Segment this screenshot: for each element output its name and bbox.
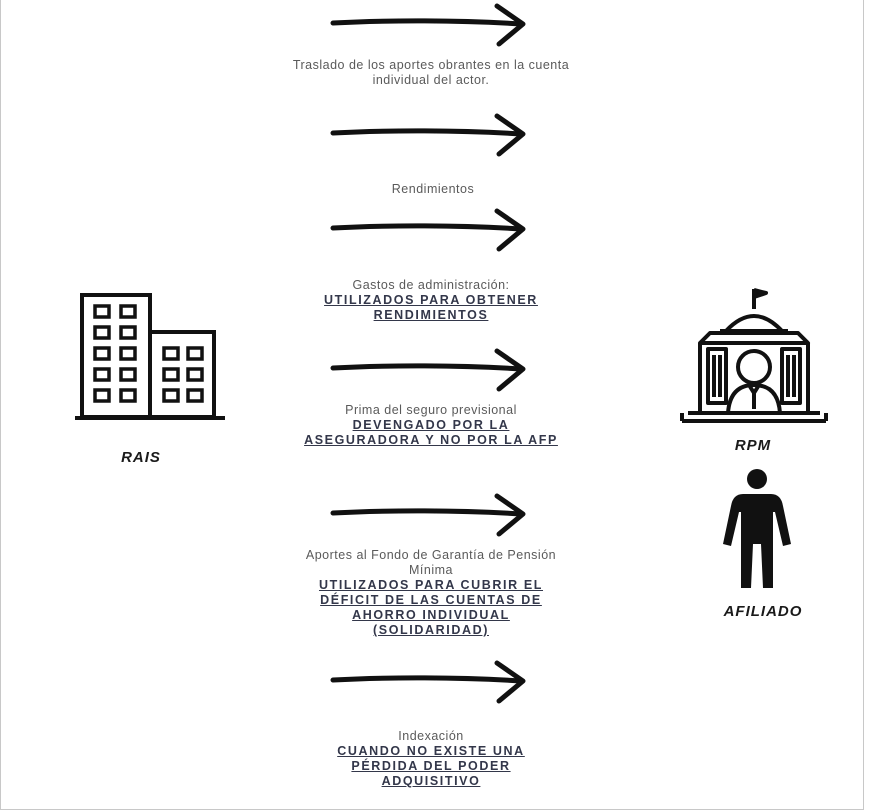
arrow-rendimientos bbox=[330, 113, 526, 157]
government-building-with-person-icon bbox=[680, 288, 828, 423]
arrow-prima-seguro bbox=[330, 348, 526, 392]
arrow-gastos-administracion bbox=[330, 208, 526, 252]
transfer-fondo-garantia-title: Aportes al Fondo de Garantía de Pensión … bbox=[305, 548, 557, 577]
transfer-traslado: Traslado de los aportes obrantes en la c… bbox=[283, 58, 579, 88]
rpm-label: RPM bbox=[734, 437, 772, 454]
transfer-indexacion: Indexación CUANDO NO EXISTE UNA PÉRDIDA … bbox=[281, 729, 581, 789]
rais-label: RAIS bbox=[121, 449, 161, 466]
transfer-rendimientos-title: Rendimientos bbox=[391, 182, 475, 196]
transfer-prima-seguro-note: DEVENGADO POR LA ASEGURADORA Y NO POR LA… bbox=[304, 418, 558, 447]
afiliado-label: AFILIADO bbox=[723, 603, 803, 620]
transfer-fondo-garantia-note: UTILIZADOS PARA CUBRIR EL DÉFICIT DE LAS… bbox=[318, 578, 544, 637]
transfer-rendimientos: Rendimientos bbox=[283, 182, 583, 197]
transfer-indexacion-title: Indexación bbox=[398, 729, 464, 743]
transfer-traslado-title: Traslado de los aportes obrantes en la c… bbox=[292, 58, 570, 87]
arrow-fondo-garantia bbox=[330, 493, 526, 537]
transfer-fondo-garantia: Aportes al Fondo de Garantía de Pensión … bbox=[281, 548, 581, 638]
transfer-gastos-administracion-note: UTILIZADOS PARA OBTENER RENDIMIENTOS bbox=[324, 293, 538, 322]
transfer-prima-seguro-title: Prima del seguro previsional bbox=[345, 403, 517, 417]
transfer-gastos-administracion-title: Gastos de administración: bbox=[352, 278, 510, 292]
office-buildings-icon bbox=[75, 293, 225, 420]
standing-person-icon bbox=[723, 469, 791, 588]
arrow-indexacion bbox=[330, 660, 526, 704]
arrow-traslado bbox=[330, 3, 526, 47]
transfer-indexacion-note: CUANDO NO EXISTE UNA PÉRDIDA DEL PODER A… bbox=[337, 744, 525, 788]
transfer-gastos-administracion: Gastos de administración: UTILIZADOS PAR… bbox=[281, 278, 581, 323]
transfer-prima-seguro: Prima del seguro previsional DEVENGADO P… bbox=[281, 403, 581, 448]
